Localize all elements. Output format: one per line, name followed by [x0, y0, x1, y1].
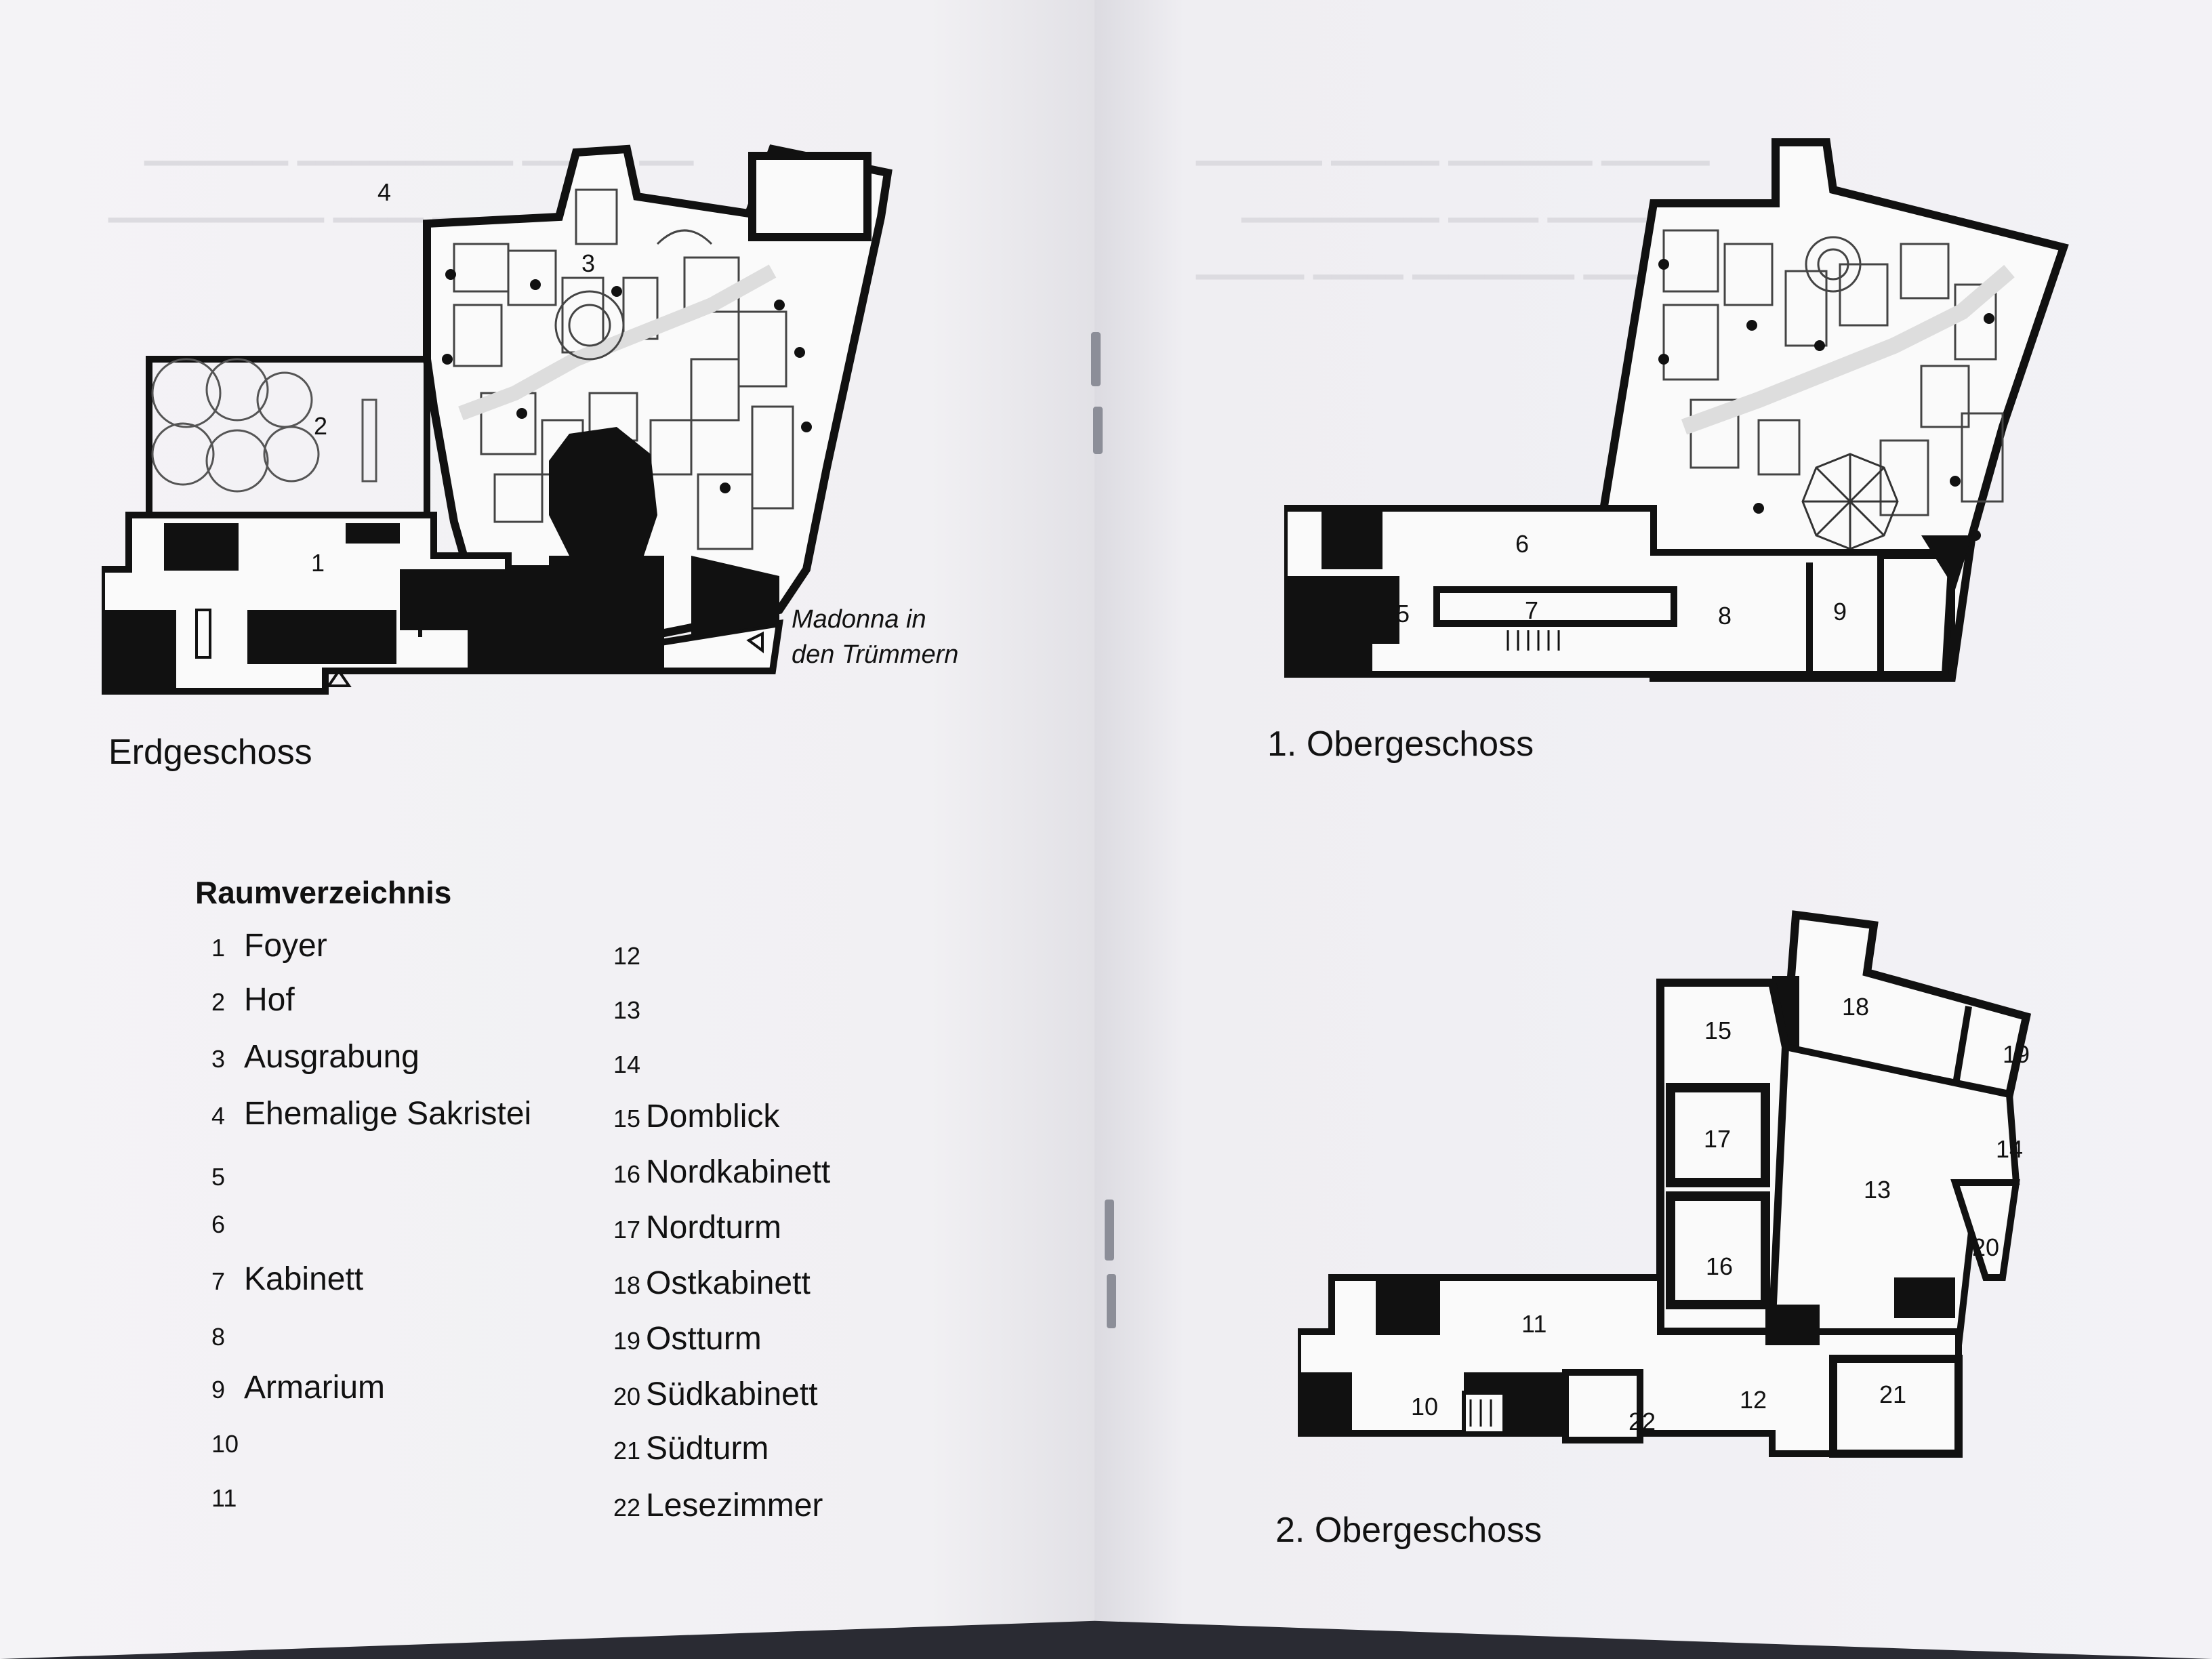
second-floor-plan: [1298, 910, 2032, 1458]
legend-room-number: 7: [211, 1267, 226, 1295]
staple: [1091, 332, 1101, 386]
legend-row: 11: [211, 1477, 244, 1515]
room-5-number: 5: [1396, 600, 1410, 628]
ground-floor-plan: [102, 144, 893, 695]
legend-row: 4 Ehemalige Sakristei: [211, 1095, 531, 1132]
room-21-number: 21: [1879, 1380, 1907, 1408]
staple: [1105, 1200, 1114, 1261]
room-22-number: 22: [1629, 1408, 1656, 1435]
legend-row: 2 Hof: [211, 981, 295, 1019]
annotation-line-2: den Trümmern: [792, 640, 959, 669]
room-1-number: 1: [311, 549, 325, 577]
legend-room-number: 11: [211, 1484, 237, 1512]
legend-room-number: 6: [211, 1210, 226, 1238]
legend-room-number: 8: [211, 1323, 226, 1351]
second-floor-title: 2. Obergeschoss: [1275, 1511, 1542, 1550]
room-6-number: 6: [1515, 530, 1530, 558]
legend-room-number: 16: [613, 1160, 641, 1188]
legend-row: 10: [211, 1423, 244, 1460]
madonna-annotation: Madonna in den Trümmern: [792, 602, 958, 672]
legend-room-number: 22: [613, 1494, 641, 1521]
legend-room-number: 12: [613, 942, 641, 970]
legend-row: 13: [613, 989, 646, 1027]
legend-room-number: 5: [211, 1163, 226, 1191]
legend-row: 14: [613, 1044, 646, 1081]
legend-row: 6: [211, 1204, 244, 1241]
room-17-number: 17: [1704, 1125, 1732, 1153]
legend-room-number: 15: [613, 1105, 641, 1132]
legend-room-name: Ostkabinett: [646, 1265, 811, 1301]
room-2-number: 2: [314, 412, 328, 440]
legend-room-number: 17: [613, 1216, 641, 1244]
legend-row: 12: [613, 935, 646, 972]
room-9-number: 9: [1833, 598, 1847, 626]
legend-room-name: Ehemalige Sakristei: [244, 1096, 532, 1132]
legend-room-number: 2: [211, 988, 226, 1016]
legend-room-number: 1: [211, 934, 226, 962]
legend-row: 7 Kabinett: [211, 1261, 363, 1298]
legend-room-number: 9: [211, 1376, 226, 1404]
legend-room-number: 14: [613, 1050, 641, 1078]
legend-room-name: Kabinett: [244, 1261, 364, 1297]
room-20-number: 20: [1972, 1233, 2000, 1261]
legend-room-name: Domblick: [646, 1099, 780, 1134]
legend-room-name: Ausgrabung: [244, 1039, 419, 1075]
legend-room-number: 4: [211, 1102, 226, 1130]
legend-room-number: 21: [613, 1437, 641, 1465]
room-16-number: 16: [1706, 1252, 1734, 1280]
legend-room-number: 13: [613, 996, 641, 1024]
room-3-number: 3: [581, 249, 596, 277]
legend-room-name: Südkabinett: [646, 1376, 818, 1412]
legend-room-name: Ostturm: [646, 1321, 762, 1357]
room-4-number: 4: [377, 178, 392, 206]
room-15-number: 15: [1704, 1017, 1732, 1044]
room-11-number: 11: [1521, 1310, 1547, 1338]
legend-row: 1 Foyer: [211, 927, 327, 964]
room-14-number: 14: [1996, 1135, 2024, 1163]
staple: [1107, 1274, 1116, 1328]
legend-room-number: 19: [613, 1327, 641, 1355]
legend-room-name: Nordturm: [646, 1210, 782, 1246]
room-13-number: 13: [1864, 1176, 1891, 1204]
room-18-number: 18: [1842, 993, 1870, 1021]
legend-room-number: 18: [613, 1271, 641, 1299]
room-19-number: 19: [2003, 1040, 2030, 1068]
legend-row: 8: [211, 1316, 244, 1353]
first-floor-title: 1. Obergeschoss: [1267, 724, 1534, 764]
room-10-number: 10: [1411, 1393, 1439, 1420]
legend-room-name: Lesezimmer: [646, 1488, 823, 1523]
legend-room-number: 20: [613, 1382, 641, 1410]
ground-floor-title: Erdgeschoss: [108, 733, 312, 772]
legend-room-name: Hof: [244, 982, 295, 1018]
legend-title: Raumverzeichnis: [195, 875, 452, 910]
legend-room-name: Armarium: [244, 1370, 386, 1406]
legend-row: 5: [211, 1156, 244, 1193]
room-12-number: 12: [1740, 1386, 1767, 1414]
legend-room-name: Nordkabinett: [646, 1154, 831, 1190]
legend-room-number: 3: [211, 1045, 226, 1073]
legend-room-name: Südturm: [646, 1431, 769, 1467]
annotation-line-1: Madonna in: [792, 605, 926, 634]
legend-row: 9 Armarium: [211, 1369, 385, 1406]
staple: [1093, 407, 1103, 454]
legend-room-number: 10: [211, 1430, 239, 1458]
room-8-number: 8: [1718, 602, 1732, 630]
legend-row: 3 Ausgrabung: [211, 1038, 419, 1076]
first-floor-plan: [1284, 138, 2069, 682]
legend-room-name: Foyer: [244, 928, 327, 964]
room-7-number: 7: [1525, 596, 1539, 624]
